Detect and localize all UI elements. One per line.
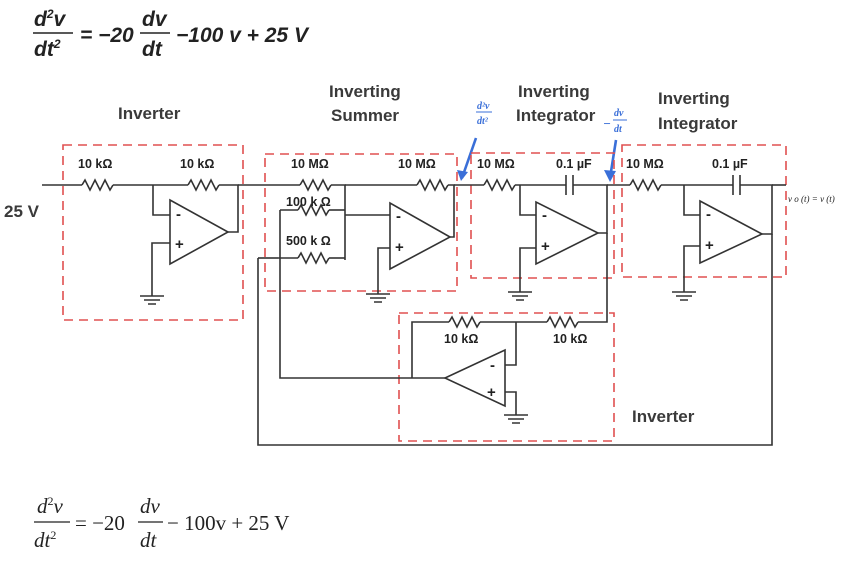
integrator1-box	[470, 152, 615, 279]
summer-box	[264, 153, 458, 292]
integrator1-r-label: 10 MΩ	[477, 157, 515, 171]
svg-text:+: +	[395, 239, 404, 256]
inverter2-title: Inverter	[632, 407, 695, 426]
svg-text:d²v: d²v	[477, 101, 490, 112]
svg-text:= −20: = −20	[75, 511, 125, 535]
integrator1-title-line1: Inverting	[518, 82, 590, 101]
summer-rf-label: 10 MΩ	[398, 157, 436, 171]
output-label: v o (t) = v (t)	[788, 194, 835, 204]
svg-text:+: +	[175, 236, 184, 253]
svg-text:d2v: d2v	[34, 7, 67, 31]
input-label: 25 V	[4, 202, 40, 221]
svg-text:dt2: dt2	[34, 528, 56, 552]
arrow-icon	[460, 137, 478, 179]
summer-ra-label: 10 MΩ	[291, 157, 329, 171]
integrator1-c-label: 0.1 µF	[556, 157, 592, 171]
integrator2-title-line2: Integrator	[658, 114, 738, 133]
svg-text:dt2: dt2	[34, 37, 61, 61]
svg-text:dv: dv	[140, 494, 161, 518]
svg-text:−: −	[603, 116, 611, 131]
opamp-inverter2: - +	[443, 348, 506, 408]
svg-text:dv: dv	[142, 8, 168, 31]
svg-text:dt: dt	[614, 124, 623, 135]
summer-title-line2: Summer	[331, 106, 399, 125]
integrator1-title-line2: Integrator	[516, 106, 596, 125]
opamp-integrator2: - +	[699, 199, 764, 265]
opamp-integrator1: - +	[535, 200, 600, 266]
summer-rb-label: 100 k Ω	[286, 195, 331, 209]
summer-rc-label: 500 k Ω	[286, 234, 331, 248]
svg-text:−100 v + 25 V: −100 v + 25 V	[176, 24, 310, 47]
inverter1-title: Inverter	[118, 104, 181, 123]
svg-text:dv: dv	[614, 108, 624, 119]
inverter1-box	[62, 144, 244, 321]
wiring	[42, 175, 786, 446]
svg-text:-: -	[176, 206, 181, 223]
inverter1-rf-label: 10 kΩ	[180, 157, 214, 171]
annotation-second-derivative: d²v dt²	[457, 101, 492, 181]
svg-text:+: +	[487, 384, 496, 401]
svg-text:-: -	[396, 208, 401, 225]
annotation-first-derivative: − dv dt	[603, 108, 627, 182]
inverter2-box	[398, 312, 615, 442]
equation-top: d2v dt2 = −20 dv dt −100 v + 25 V	[33, 7, 310, 61]
integrator2-box	[621, 144, 787, 278]
svg-text:dt: dt	[142, 38, 163, 61]
svg-text:+: +	[705, 237, 714, 254]
svg-text:= −20: = −20	[80, 24, 134, 47]
integrator2-title-line1: Inverting	[658, 89, 730, 108]
svg-text:-: -	[542, 207, 547, 224]
svg-text:− 100v + 25 V: − 100v + 25 V	[167, 511, 289, 535]
opamp-inverter1: - +	[169, 198, 230, 266]
opamp-summer: - +	[389, 201, 452, 271]
equation-bottom: d2v dt2 = −20 dv dt − 100v + 25 V	[34, 494, 289, 552]
inverter2-rin-label: 10 kΩ	[444, 332, 478, 346]
integrator2-r-label: 10 MΩ	[626, 157, 664, 171]
svg-text:dt: dt	[140, 528, 158, 552]
svg-text:dt²: dt²	[477, 116, 489, 127]
svg-text:-: -	[706, 206, 711, 223]
summer-title-line1: Inverting	[329, 82, 401, 101]
integrator2-c-label: 0.1 µF	[712, 157, 748, 171]
inverter1-rin-label: 10 kΩ	[78, 157, 112, 171]
svg-text:+: +	[541, 238, 550, 255]
inverter2-rf-label: 10 kΩ	[553, 332, 587, 346]
svg-text:-: -	[490, 357, 495, 374]
svg-text:d2v: d2v	[37, 494, 64, 518]
